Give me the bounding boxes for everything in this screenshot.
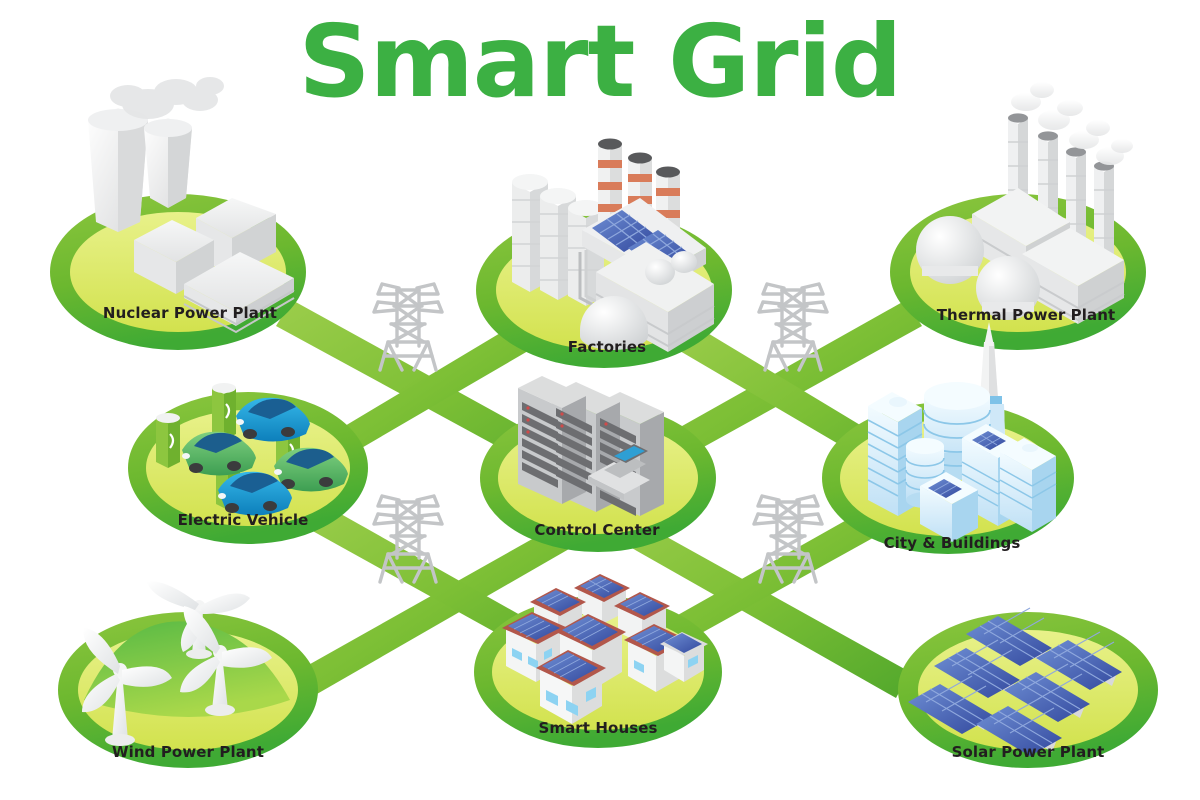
node-label: Electric Vehicle (178, 511, 309, 529)
electric-car-icon (182, 431, 256, 476)
electric-car-icon (274, 447, 348, 492)
laptop-icon (604, 444, 648, 478)
solar-panel-icon (972, 431, 1006, 450)
transmission-towers (372, 282, 829, 584)
node-label: Factories (568, 338, 646, 356)
electric-vehicle-icon (156, 383, 348, 516)
solar-panel-array-icon (934, 639, 1020, 698)
transmission-tower-icon (757, 282, 829, 372)
electric-car-icon (218, 471, 292, 516)
node-label: Thermal Power Plant (937, 306, 1116, 324)
house-icon (660, 632, 708, 682)
hill-shape (84, 621, 290, 717)
wind-turbine-icon (180, 606, 272, 716)
node-label: Solar Power Plant (952, 743, 1105, 761)
smoke-icon (1011, 82, 1133, 165)
house-icon (536, 650, 606, 724)
factories-icon (512, 138, 715, 352)
transmission-tower-icon (372, 282, 444, 372)
solar-panel-icon (928, 479, 962, 498)
node-label: Wind Power Plant (112, 743, 264, 761)
solar-panel-icon (592, 210, 654, 252)
solar-panel-array-icon (1004, 663, 1090, 722)
control-center-icon (518, 376, 664, 516)
charging-station-icon (212, 383, 236, 440)
thermal-power-plant-icon (916, 82, 1133, 324)
transmission-tower-icon (752, 494, 824, 584)
chimney-icon (598, 138, 622, 232)
node-label: Smart Houses (538, 719, 657, 737)
house-icon (574, 574, 630, 624)
page-title: Smart Grid (299, 3, 902, 120)
electric-car-icon (236, 397, 310, 442)
nuclear-power-plant-icon (88, 77, 295, 334)
solar-panel-array-icon (1036, 631, 1122, 690)
wind-turbine-icon (82, 628, 172, 746)
node-electric-vehicle[interactable]: Electric Vehicle (128, 383, 368, 544)
charging-station-icon (156, 413, 180, 468)
smoke-icon (110, 77, 224, 119)
node-thermal-power-plant[interactable]: Thermal Power Plant (890, 82, 1146, 350)
solar-panel-array-icon (908, 675, 994, 734)
solar-panel-array-icon (966, 607, 1052, 666)
node-city-buildings[interactable]: City & Buildings (822, 322, 1074, 554)
node-factories[interactable]: Factories (476, 138, 732, 369)
transmission-tower-icon (372, 494, 444, 584)
city-buildings-icon (867, 322, 1057, 542)
smokestack-icon (1094, 161, 1114, 266)
node-smart-houses[interactable]: Smart Houses (474, 574, 722, 748)
node-label: City & Buildings (884, 534, 1021, 552)
solar-panel-array-icon (976, 697, 1062, 756)
node-solar-power-plant[interactable]: Solar Power Plant (898, 607, 1158, 768)
node-nuclear-power-plant[interactable]: Nuclear Power Plant (50, 77, 306, 350)
node-label: Control Center (534, 521, 660, 539)
house-icon (502, 612, 568, 682)
wind-power-plant-icon (82, 581, 272, 746)
smart-houses-icon (502, 574, 708, 724)
node-label: Nuclear Power Plant (103, 304, 277, 322)
node-wind-power-plant[interactable]: Wind Power Plant (58, 581, 318, 768)
node-control-center[interactable]: Control Center (480, 376, 716, 552)
solar-power-plant-icon (908, 607, 1122, 756)
